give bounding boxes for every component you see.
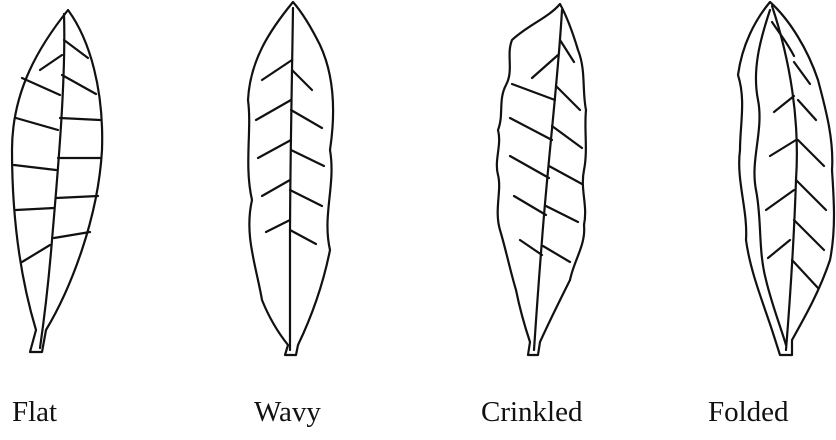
label-crinkled: Crinkled [481, 398, 583, 427]
label-flat: Flat [12, 398, 57, 427]
label-folded: Folded [708, 398, 789, 427]
label-wavy: Wavy [254, 398, 321, 427]
leaf-folded-midrib [772, 6, 797, 350]
